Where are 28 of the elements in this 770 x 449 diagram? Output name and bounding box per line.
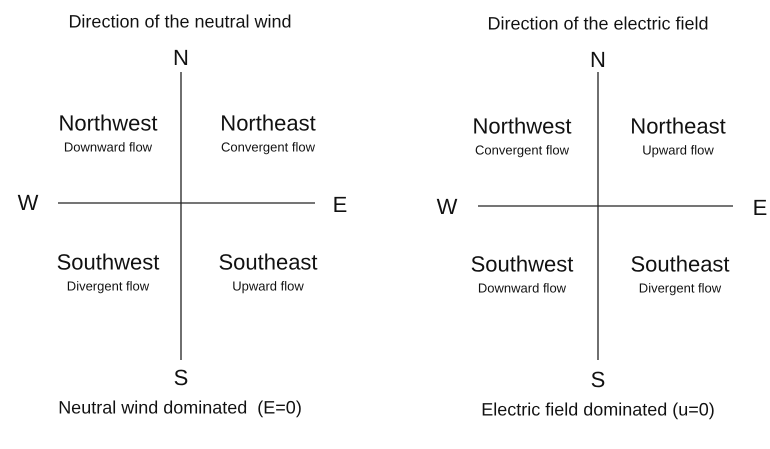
compass-letter: W [436,194,458,220]
flow-type: Divergent flow [66,278,150,294]
flow-type: Downward flow [478,280,566,296]
compass-letter: N [173,45,189,71]
compass-letter: E [752,195,768,221]
region-name: Northwest [58,110,158,136]
region-name: Southwest [470,252,574,278]
panel-caption: Neutral wind dominated (E=0) [58,398,302,418]
region-name: Northwest [472,114,572,140]
region-name: Northeast [630,114,726,140]
flow-type: Upward flow [642,142,714,158]
compass-letter: S [590,367,606,393]
flow-type: Downward flow [64,138,152,156]
panel-title: Direction of the electric field [487,14,709,34]
region-name: Southwest [56,250,160,276]
compass-letter: W [18,190,38,216]
region-name: Southeast [218,250,318,276]
compass-letter: E [332,192,348,218]
flow-type: Upward flow [232,278,304,294]
compass-letter: N [590,47,606,73]
panel-title: Direction of the neutral wind [68,12,292,32]
flow-type: Divergent flow [638,280,722,296]
flow-type: Convergent flow [221,138,315,156]
region-name: Northeast [220,110,316,136]
region-name: Southeast [630,252,730,278]
flow-type: Convergent flow [475,142,569,158]
panel-caption: Electric field dominated (u=0) [481,400,715,420]
compass-letter: S [174,365,188,391]
